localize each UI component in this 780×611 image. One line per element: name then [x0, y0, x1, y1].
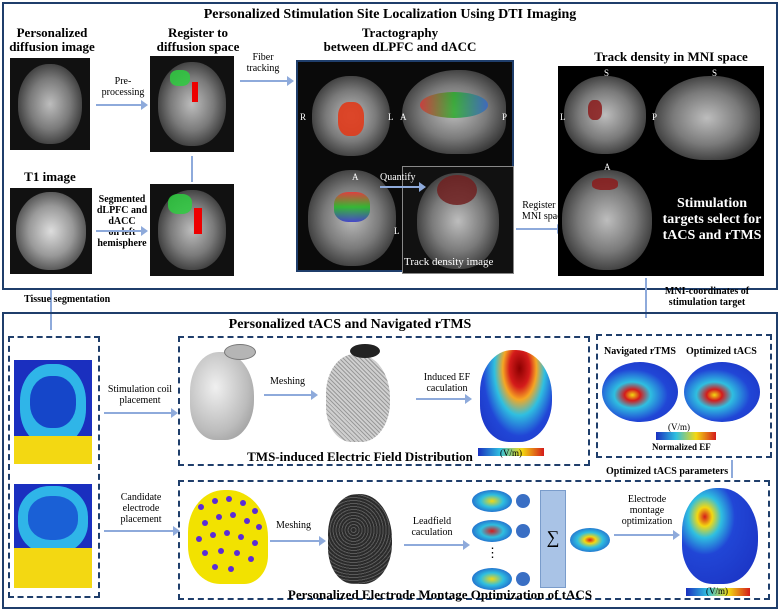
orient-a-1: A — [400, 112, 407, 122]
top-panel-title: Personalized Stimulation Site Localizati… — [203, 7, 577, 22]
brain-optimized-tacs — [684, 362, 760, 422]
label-tissue-segmentation: Tissue segmentation — [24, 294, 111, 305]
arrow-mni-coords — [645, 278, 647, 318]
head-ef — [480, 350, 552, 442]
arrow-optimized-params — [731, 460, 733, 478]
colorbar-result — [656, 432, 716, 440]
head-optimized-tacs — [682, 488, 758, 584]
arrow-segmented — [96, 226, 148, 236]
label-meshing-1: Meshing — [270, 376, 305, 387]
label-optimized-params: Optimized tACS parameters — [606, 466, 729, 477]
orient-a-2: A — [352, 172, 359, 182]
label-tractography: Tractography between dLPFC and dACC — [323, 25, 477, 54]
label-candidate: Candidate electrode placement — [120, 492, 162, 525]
label-leadfield: Leadfield caculation — [411, 516, 453, 538]
tms-coil-2 — [350, 344, 380, 358]
label-electrode-montage: Electrode montage optimization — [621, 494, 673, 527]
arrow-stim-coil — [104, 408, 178, 418]
arrow-meshing-2 — [270, 536, 326, 546]
leadfield-result — [570, 528, 610, 552]
leadfield-vdots: ⋮ — [486, 545, 499, 560]
orient-l-3: L — [560, 112, 566, 122]
mni-image-box — [558, 66, 764, 276]
unit-vm-tacs: (V/m) — [706, 586, 728, 596]
weight-node-1 — [516, 494, 530, 508]
orient-l-2: L — [394, 226, 400, 236]
diffusion-image — [10, 58, 90, 150]
tissue-seg-box — [8, 336, 100, 598]
tractography-box — [296, 60, 514, 274]
bottom-panel-title: Personalized tACS and Navigated rTMS — [228, 317, 472, 332]
label-meshing-2: Meshing — [276, 520, 311, 531]
label-register-mni: Register to MNI space — [521, 200, 567, 222]
bottom-panel — [2, 312, 778, 609]
label-stim-targets: Stimulation targets select for tACS and … — [662, 196, 762, 243]
weight-node-2 — [516, 524, 530, 538]
label-segmented: Segmented dLPFC and dACC on left hemisph… — [96, 194, 148, 249]
label-personalized-diffusion: Personalized diffusion image — [9, 25, 95, 54]
arrow-meshing-1 — [264, 390, 318, 400]
head-transparent — [190, 352, 254, 440]
arrow-leadfield — [404, 540, 470, 550]
head-electrode-mesh — [328, 494, 392, 584]
orient-p-1: P — [502, 112, 508, 122]
leadfield-slice-2 — [472, 520, 512, 542]
label-fiber-tracking: Fiber tracking — [246, 52, 280, 74]
label-optimized-tacs: Optimized tACS — [686, 346, 757, 357]
top-panel — [2, 2, 778, 290]
label-induced-ef: Induced EF caculation — [423, 372, 471, 394]
montage-caption: Personalized Electrode Montage Optimizat… — [287, 587, 593, 602]
orient-a-3: A — [604, 162, 611, 172]
sum-symbol: ∑ — [546, 527, 560, 547]
orient-s-2: S — [712, 68, 718, 78]
head-electrodes — [188, 490, 268, 584]
tms-caption: TMS-induced Electric Field Distribution — [247, 449, 473, 464]
label-t1-image: T1 image — [24, 169, 76, 184]
arrow-electrode-montage — [614, 530, 680, 540]
label-stim-coil: Stimulation coil placement — [107, 384, 173, 406]
coronal-segmentation — [14, 360, 92, 464]
label-quantify: Quantify — [380, 172, 416, 183]
registered-diffusion-image — [150, 56, 234, 152]
label-preprocessing: Pre- processing — [101, 76, 145, 98]
orient-s-1: S — [604, 68, 610, 78]
t1-image — [10, 188, 92, 274]
leadfield-slice-1 — [472, 490, 512, 512]
label-track-density-mni: Track density in MNI space — [594, 49, 748, 64]
arrow-preprocessing — [96, 100, 148, 110]
head-mesh — [326, 354, 390, 442]
colorbar-tacs — [686, 588, 750, 596]
tacs-box — [178, 480, 770, 600]
label-register-diffusion: Register to diffusion space — [156, 25, 240, 54]
tms-box — [178, 336, 590, 466]
arrow-induced-ef — [416, 394, 472, 404]
arrow-fiber-tracking — [240, 76, 294, 86]
arrow-register-mni — [516, 224, 564, 234]
orient-l-1: L — [388, 112, 394, 122]
weight-node-3 — [516, 572, 530, 586]
tms-coil-1 — [224, 344, 256, 360]
leadfield-slice-3 — [472, 568, 512, 590]
colorbar-tms — [478, 448, 544, 456]
sagittal-segmentation — [14, 484, 92, 588]
orient-r-1: R — [300, 112, 307, 122]
unit-vm-result: (V/m) — [668, 422, 690, 432]
arrow-up-register — [191, 156, 193, 182]
arrow-candidate — [104, 526, 180, 536]
label-normalized-ef: Normalized EF — [652, 442, 711, 452]
arrow-quantify — [380, 182, 426, 192]
label-mni-coords: MNI-coordinates of stimulation target — [664, 286, 750, 308]
sum-block: ∑ — [540, 490, 566, 588]
result-box — [596, 334, 772, 458]
orient-p-2: P — [652, 112, 658, 122]
label-navigated-rtms: Navigated rTMS — [604, 346, 676, 357]
unit-vm-tms: (V/m) — [500, 448, 522, 458]
arrow-tissue-seg — [50, 290, 52, 330]
segmented-image — [150, 184, 234, 276]
brain-navigated-rtms — [602, 362, 678, 422]
label-track-density-image: Track density image — [404, 256, 494, 268]
